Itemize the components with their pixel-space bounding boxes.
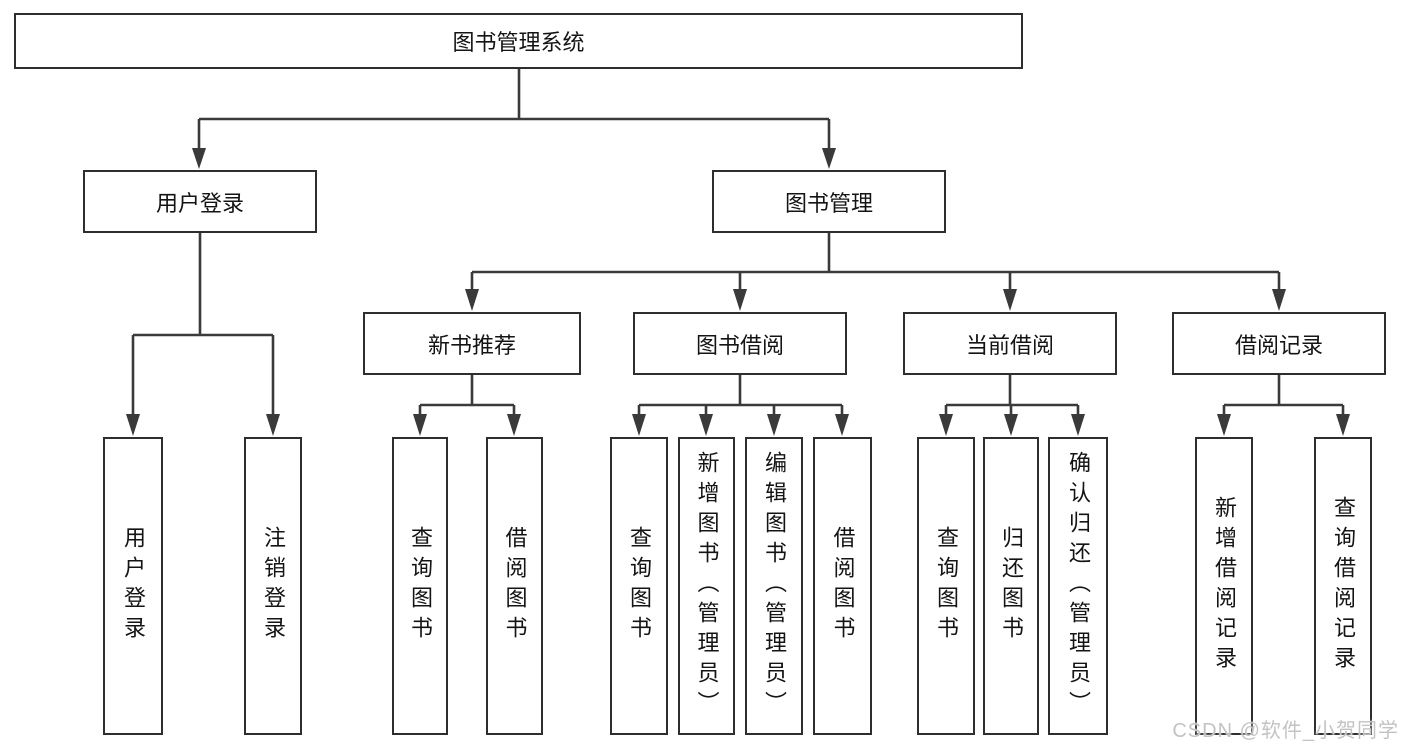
node-label: 新增借阅记录 [1212,496,1237,676]
node-label: 借阅图书 [502,526,528,646]
edge-borrow-record-to-leaves [1217,375,1350,436]
node-leaf-borrow-books-2: 借阅图书 [813,437,872,735]
node-label: 查询图书 [408,526,433,646]
node-book-borrow: 图书借阅 [633,312,847,375]
node-label: 图书借阅 [695,332,784,358]
node-label: 用户登录 [155,190,244,216]
edge-user-login-to-leaves [126,233,280,436]
node-leaf-query-books-3: 查询图书 [917,437,975,735]
node-label: 新增图书（管理员） [694,451,720,721]
node-label: 借阅图书 [830,526,856,646]
node-leaf-return-books: 归还图书 [983,437,1039,735]
node-leaf-query-borrow-record: 查询借阅记录 [1314,437,1372,735]
node-label: 图书管理系统 [452,30,585,55]
csdn-watermark: CSDN @软件_小贺同学 [1172,720,1399,742]
node-leaf-confirm-return-admin: 确认归还（管理员） [1048,437,1108,735]
node-leaf-logout: 注销登录 [244,437,302,735]
node-label: 查询图书 [627,526,652,646]
node-leaf-add-borrow-record: 新增借阅记录 [1195,437,1253,735]
node-label: 编辑图书（管理员） [762,451,787,721]
node-label: 归还图书 [999,526,1024,646]
node-label: 用户登录 [121,526,146,646]
node-new-book-recommend: 新书推荐 [363,312,581,375]
node-label: 查询图书 [934,526,959,646]
node-leaf-edit-books-admin: 编辑图书（管理员） [745,437,803,735]
node-leaf-user-login: 用户登录 [103,437,163,735]
node-label: 图书管理 [784,190,873,216]
node-library-management-system: 图书管理系统 [14,13,1023,69]
node-borrow-record: 借阅记录 [1172,312,1386,375]
edge-book-borrow-to-leaves [632,375,849,436]
node-label: 注销登录 [261,526,286,646]
node-user-login: 用户登录 [83,170,317,233]
edge-current-borrow-to-leaves [939,375,1085,436]
edge-root-to-level2 [192,69,836,169]
node-leaf-query-books-1: 查询图书 [392,437,448,735]
node-leaf-add-books-admin: 新增图书（管理员） [678,437,735,735]
node-leaf-borrow-books-1: 借阅图书 [486,437,543,735]
node-current-borrow: 当前借阅 [903,312,1117,375]
node-leaf-query-books-2: 查询图书 [610,437,668,735]
node-label: 查询借阅记录 [1331,496,1356,676]
edge-book-mgmt-to-level3 [465,233,1286,311]
node-label: 当前借阅 [965,332,1054,358]
node-label: 确认归还（管理员） [1066,451,1091,721]
node-label: 新书推荐 [427,332,516,358]
node-label: 借阅记录 [1234,332,1323,358]
node-book-management: 图书管理 [712,170,946,233]
edge-new-book-rec-to-leaves [413,375,521,436]
